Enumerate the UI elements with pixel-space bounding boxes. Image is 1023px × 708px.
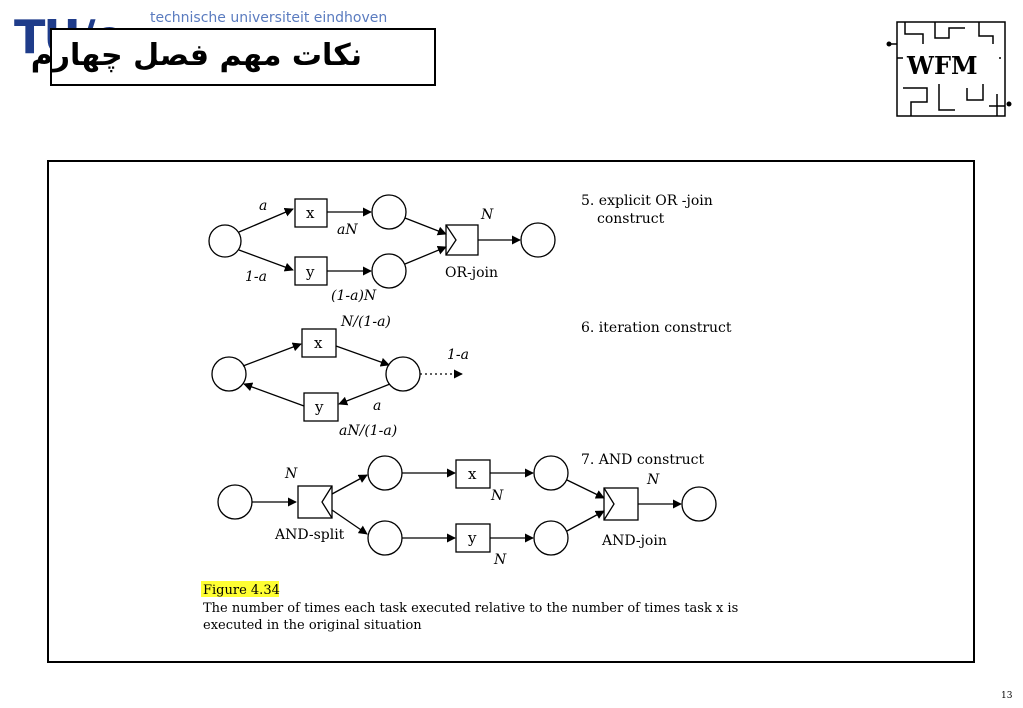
task-label-y-5: y [305, 263, 315, 281]
page-number: 13 [1001, 691, 1013, 701]
arc-label-a-6: a [373, 398, 381, 414]
arc-label-N1a-6: N/(1-a) [340, 314, 391, 330]
task-label-y-7: y [467, 529, 477, 547]
and-join-label: AND-join [601, 533, 667, 549]
caption-highlight [201, 581, 279, 597]
arc-label-aN1a-6: aN/(1-a) [339, 423, 397, 439]
arc-label-a-5: a [259, 198, 267, 214]
figure-caption-title: Figure 4.34 [203, 583, 280, 598]
task-label-x-6: x [314, 334, 323, 352]
arc-label-N-split-7: N [284, 466, 298, 482]
place-start-6 [211, 356, 247, 392]
and-split-label: AND-split [274, 527, 345, 543]
wfm-logo-text: WFM [906, 51, 978, 80]
arc-label-N-x-7: N [490, 488, 504, 504]
place-start-5 [208, 224, 242, 258]
figure-caption-line1: The number of times each task executed r… [203, 601, 738, 616]
task-label-x-5: x [306, 204, 315, 222]
place-end-7 [681, 486, 717, 522]
arc-label-N-join-7: N [646, 472, 660, 488]
construct-7-label: 7. AND construct [581, 452, 704, 468]
task-y-6 [303, 392, 339, 422]
place-end-5 [520, 222, 556, 258]
place-x-out-5 [371, 194, 407, 230]
place-y-out-5 [371, 253, 407, 289]
figure-caption-line2: executed in the original situation [203, 618, 422, 633]
arc-label-1a-6: 1-a [447, 347, 469, 363]
place-join-x-7 [533, 455, 569, 491]
slide-title-box: نکات مهم فصل چهارم [31, 28, 436, 86]
task-x-7 [455, 459, 491, 489]
place-mid-6 [385, 356, 421, 392]
task-label-x-7: x [468, 465, 477, 483]
arc-label-N-y-7: N [493, 552, 507, 568]
university-name: technische universiteit eindhoven [150, 10, 388, 26]
arc-label-1aN-5: (1-a)N [331, 288, 377, 304]
wfm-logo: WFM [886, 21, 1012, 117]
construct-5-label: 5. explicit OR -join [581, 193, 713, 209]
and-join-task-7 [603, 487, 639, 521]
or-join-task-5 [445, 224, 479, 256]
arc-label-1a-5: 1-a [245, 269, 267, 285]
construct-5-label-line2: construct [597, 211, 665, 227]
workflow-constructs-diagram: x y x y x y a 1-a aN (1-a)N N N/(1-a) 1-… [201, 193, 738, 633]
place-join-y-7 [533, 520, 569, 556]
arc-label-aN-5: aN [337, 222, 358, 238]
place-split-x-7 [367, 455, 403, 491]
construct-6-label: 6. iteration construct [581, 320, 732, 336]
task-x-5 [294, 198, 328, 228]
figure-frame: x y x y x y a 1-a aN (1-a)N N N/(1-a) 1-… [47, 160, 975, 663]
or-join-label: OR-join [445, 265, 498, 281]
arc-label-N-5: N [480, 207, 494, 223]
slide-title: نکات مهم فصل چهارم [30, 38, 362, 73]
task-label-y-6: y [314, 398, 324, 416]
place-split-y-7 [367, 520, 403, 556]
and-split-task-7 [297, 485, 333, 519]
place-start-7 [217, 484, 253, 520]
task-x-6 [301, 328, 337, 358]
